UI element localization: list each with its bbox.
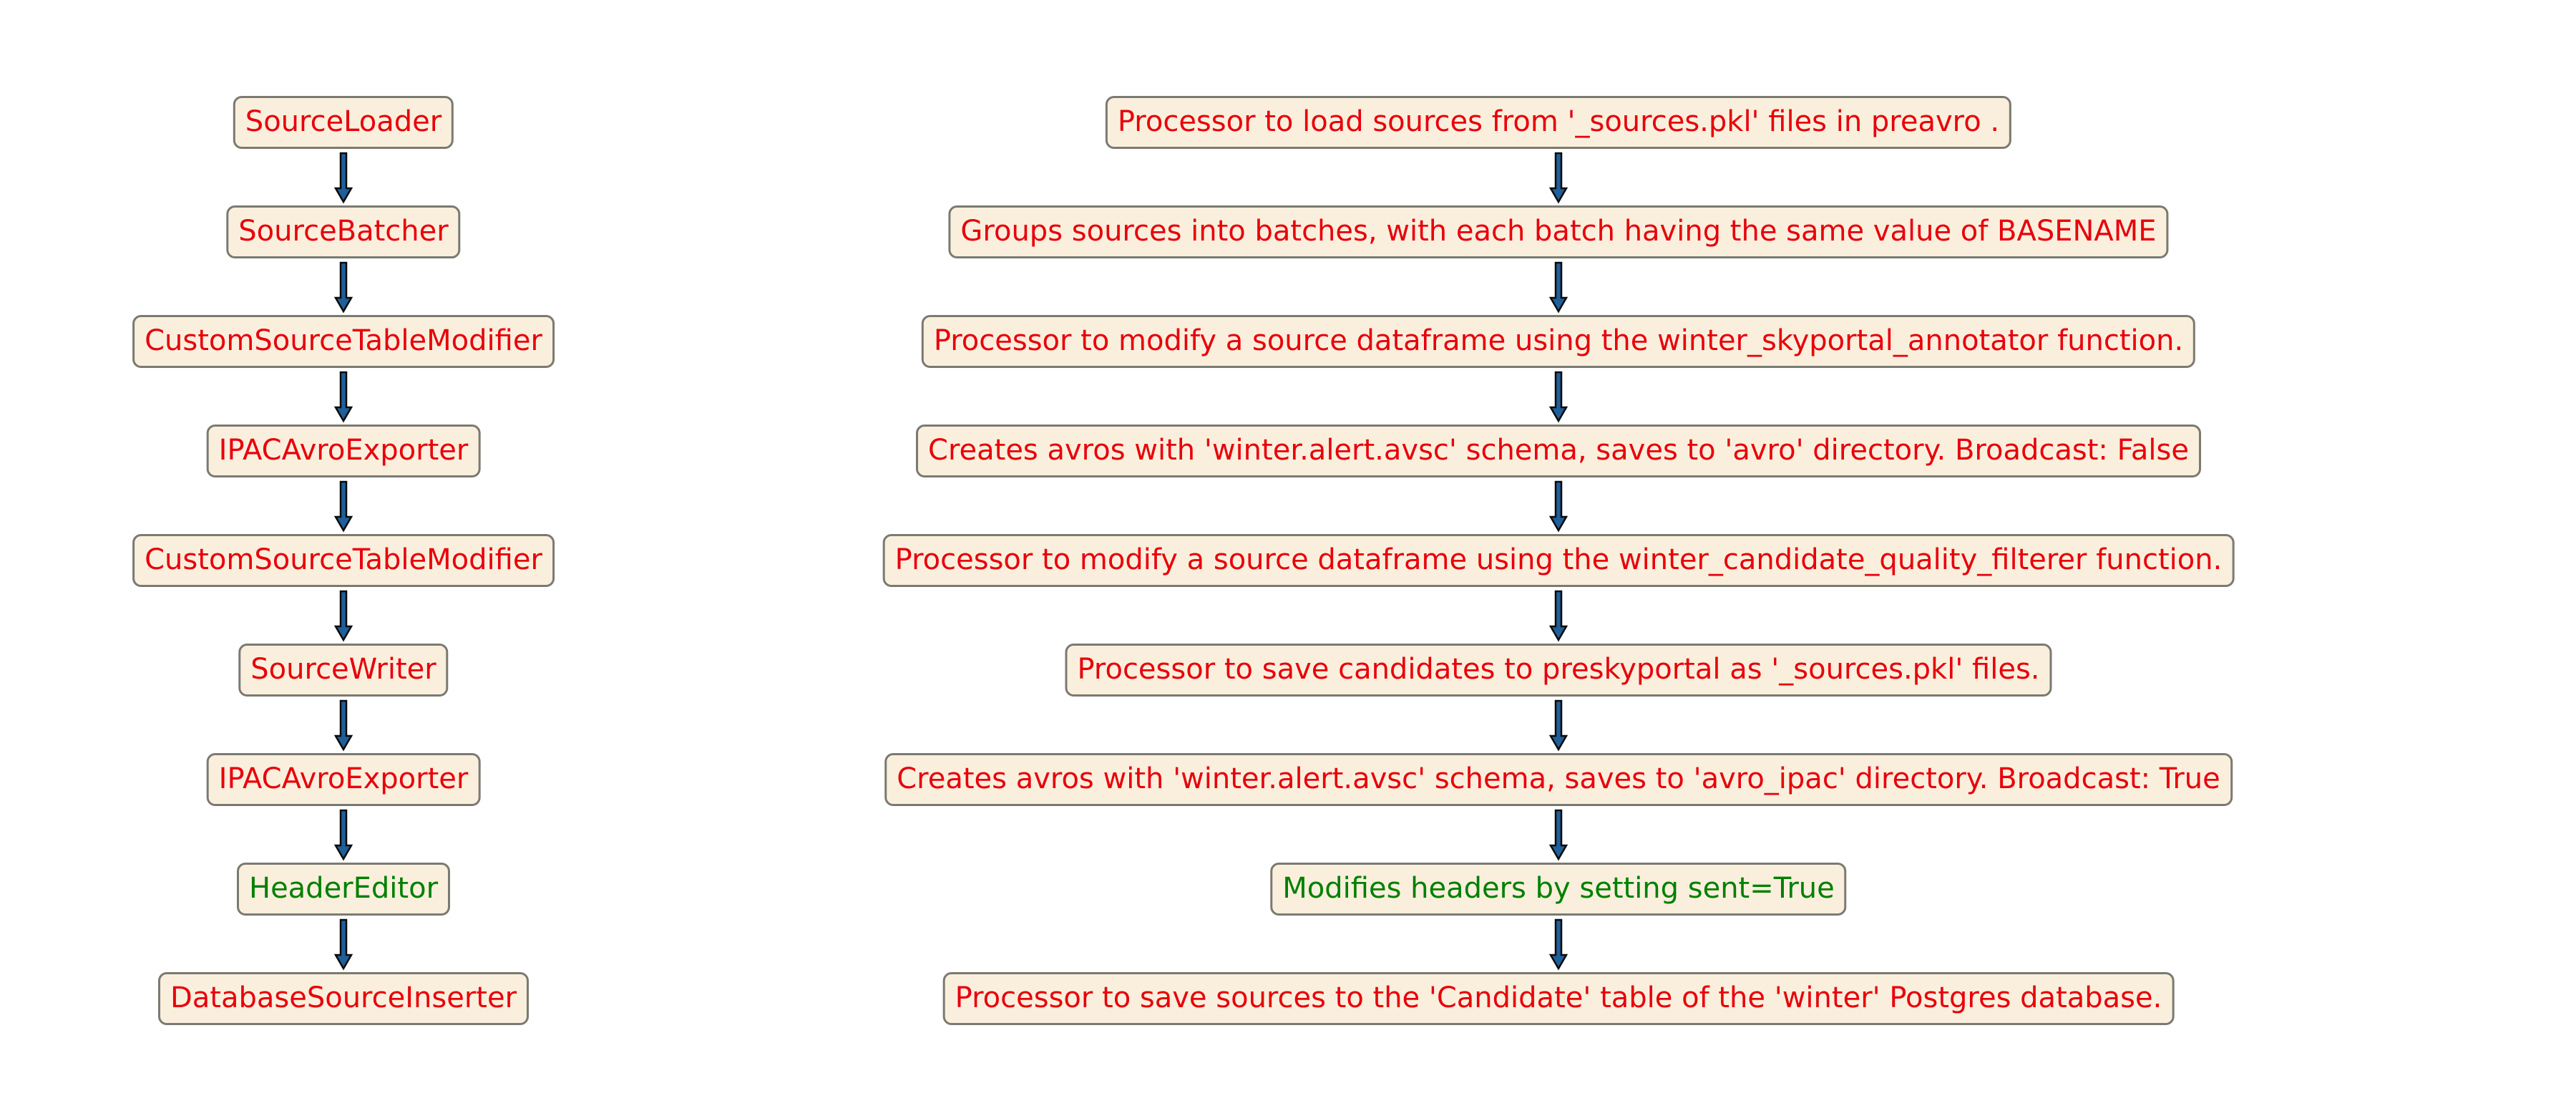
flow-arrow <box>333 152 353 204</box>
flow-arrow <box>333 261 353 314</box>
processor-name-box: SourceBatcher <box>226 205 461 258</box>
processor-name-box: CustomSourceTableModifier <box>132 315 555 368</box>
processor-description-box: Processor to modify a source dataframe u… <box>882 534 2235 587</box>
flow-arrow <box>333 809 353 861</box>
processor-name-box: SourceWriter <box>238 644 449 697</box>
processor-description-box: Processor to modify a source dataframe u… <box>921 315 2196 368</box>
flow-arrow <box>1548 371 1568 423</box>
processor-description-box: Creates avros with 'winter.alert.avsc' s… <box>884 753 2233 806</box>
flow-arrow <box>1548 261 1568 314</box>
processor-description-box: Processor to save candidates to preskypo… <box>1065 644 2052 697</box>
processor-name-box: SourceLoader <box>233 96 454 149</box>
processor-name-box: IPACAvroExporter <box>206 425 481 477</box>
flow-arrow <box>1548 699 1568 752</box>
flow-arrow <box>333 480 353 533</box>
processor-description-box: Processor to save sources to the 'Candid… <box>942 972 2175 1025</box>
processor-description-box: Modifies headers by setting sent=True <box>1270 863 1847 916</box>
processor-description-box: Creates avros with 'winter.alert.avsc' s… <box>916 425 2201 477</box>
flow-arrow <box>1548 809 1568 861</box>
flow-arrow <box>1548 918 1568 971</box>
processor-name-box: HeaderEditor <box>236 863 451 916</box>
processor-name-box: IPACAvroExporter <box>206 753 481 806</box>
processor-name-box: DatabaseSourceInserter <box>157 972 530 1025</box>
flow-arrow <box>333 590 353 642</box>
processor-name-box: CustomSourceTableModifier <box>132 534 555 587</box>
processor-description-box: Processor to load sources from '_sources… <box>1105 96 2012 149</box>
flow-arrow <box>333 371 353 423</box>
flow-arrow <box>1548 152 1568 204</box>
flow-arrow <box>333 699 353 752</box>
processor-description-box: Groups sources into batches, with each b… <box>948 205 2169 258</box>
flow-arrow <box>333 918 353 971</box>
flow-arrow <box>1548 590 1568 642</box>
flow-arrow <box>1548 480 1568 533</box>
